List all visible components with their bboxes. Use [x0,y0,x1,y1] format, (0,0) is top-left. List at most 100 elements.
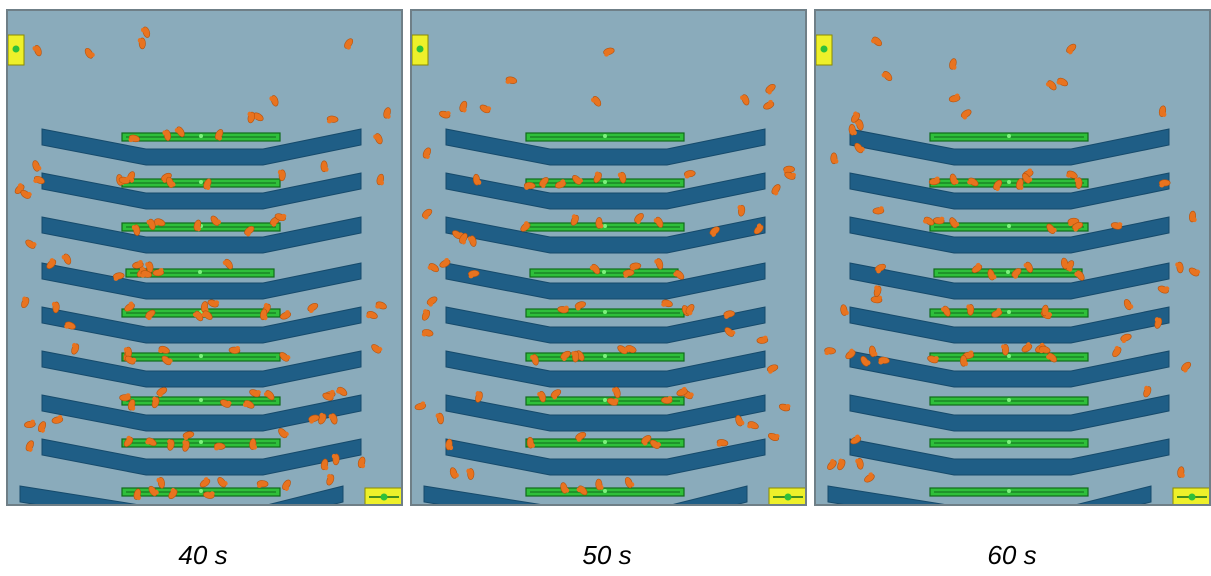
particle [1181,361,1192,373]
particle [140,26,151,38]
particle [445,438,454,451]
ramp [849,262,1170,300]
particle [422,147,431,160]
ramp [19,485,344,504]
particle [459,100,468,113]
particle [1061,257,1070,270]
particle [21,296,30,309]
particle [282,479,291,491]
simulation-scene [412,34,805,504]
particle [269,95,279,107]
particle [25,239,37,249]
particle [1066,43,1077,55]
particle [539,177,549,188]
particle [649,439,662,449]
particle [192,310,204,322]
particle [1120,333,1132,344]
conveyor [929,352,1089,362]
particle [941,305,951,317]
particle [960,109,972,120]
particle [1046,223,1057,234]
particle [660,396,673,404]
particle [827,458,837,470]
particle [576,485,588,496]
simulation-panel-40s [6,9,403,506]
particle [1188,267,1201,277]
particle [426,296,438,307]
particle [949,58,957,70]
ramp [827,485,1152,504]
particle [1110,222,1123,230]
particle [520,221,531,232]
particle [855,458,864,470]
particle [874,263,886,274]
particle [1038,345,1051,354]
particle [203,491,215,499]
particle [571,350,580,363]
ramp [445,128,766,166]
particle [1001,344,1010,356]
particle [550,389,562,400]
particle [763,99,775,110]
conveyor [529,268,679,278]
particle [735,415,745,427]
particle [676,386,688,397]
particle [778,403,791,412]
particle [872,206,885,215]
particle [427,263,439,273]
particle [993,179,1003,192]
particle [590,96,602,107]
particle [228,346,241,354]
particle [33,175,45,185]
conveyor [121,352,281,362]
particle [84,47,95,59]
particle [554,179,567,189]
conveyor [525,308,685,318]
particle [137,37,146,50]
particle [684,170,696,179]
particle [575,432,587,442]
particle [220,399,232,408]
particle [765,83,776,95]
conveyor [121,132,281,142]
particle [1158,179,1171,188]
particle [259,308,268,321]
particle [1074,270,1085,281]
ramp [849,438,1170,476]
conveyor [525,352,685,362]
particle [249,389,261,398]
particle [572,175,583,185]
ramp [849,306,1170,344]
particle [201,310,213,320]
particle [279,352,291,362]
particle [771,184,781,196]
simulation-panel-60s [814,9,1211,506]
particle [274,213,287,222]
particle [203,178,212,191]
particle [326,115,339,124]
particle [449,467,459,479]
particle [145,437,157,447]
conveyor [525,487,685,497]
particle [653,216,664,228]
particle [124,355,137,365]
particle [617,345,629,355]
particle [279,310,292,320]
particle [468,270,480,279]
simulation-panel-50s [410,9,807,506]
particle [611,386,621,399]
particle [421,329,434,337]
particle [320,160,329,173]
particle [723,310,735,319]
particle [1021,342,1033,353]
particle [439,257,451,268]
particle [1177,466,1185,478]
particle [1056,77,1068,87]
conveyor [121,178,281,188]
particle [932,216,945,225]
particle [439,110,451,119]
particle [210,215,222,226]
ramp [445,172,766,210]
particle [724,327,736,337]
particle [318,412,327,425]
